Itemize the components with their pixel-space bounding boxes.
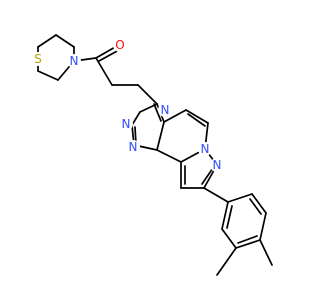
bond bbox=[95, 45, 118, 59]
bond bbox=[187, 113, 206, 127]
bond bbox=[137, 84, 158, 105]
bond bbox=[216, 247, 237, 276]
triazole-n1-atom: N bbox=[119, 117, 133, 131]
carbonyl-oxygen-atom: O bbox=[113, 38, 127, 52]
molecule-drawing: S N O N N N N N bbox=[31, 34, 273, 276]
bond bbox=[259, 239, 273, 266]
sulfur-atom: S bbox=[31, 52, 45, 66]
bond bbox=[237, 235, 258, 244]
atom-label: N bbox=[201, 142, 210, 156]
bonds bbox=[37, 34, 273, 276]
bond bbox=[221, 201, 229, 230]
bond bbox=[95, 57, 113, 86]
amide-nitrogen-atom: N bbox=[67, 54, 81, 68]
bond bbox=[226, 205, 233, 229]
atom-label: N bbox=[213, 158, 222, 172]
bond bbox=[156, 121, 165, 151]
bond bbox=[163, 109, 187, 123]
atom-label: N bbox=[122, 117, 131, 131]
pyrazole-n1-atom: N bbox=[198, 142, 212, 156]
triazole-n2-atom: N bbox=[126, 140, 140, 154]
bond bbox=[249, 198, 262, 215]
atom-labels: S N O N N N N N bbox=[31, 38, 224, 172]
bond bbox=[251, 193, 267, 214]
bond bbox=[185, 109, 209, 124]
bond bbox=[55, 34, 75, 48]
bond bbox=[37, 70, 59, 81]
bond bbox=[139, 103, 158, 113]
atom-label: S bbox=[34, 52, 42, 66]
pyrazole-n2-atom: N bbox=[210, 158, 224, 172]
atom-label: N bbox=[129, 140, 138, 154]
bond bbox=[221, 228, 237, 249]
bond bbox=[131, 111, 141, 126]
atom-label: N bbox=[70, 54, 79, 68]
pyrazine-nitrogen-atom: N bbox=[158, 103, 172, 117]
bond bbox=[156, 149, 182, 163]
bond bbox=[37, 34, 57, 48]
atom-label: O bbox=[115, 38, 124, 52]
structure-diagram: S N O N N N N N bbox=[31, 34, 273, 276]
bond bbox=[153, 103, 162, 122]
bond bbox=[259, 212, 267, 241]
bond bbox=[227, 193, 253, 203]
bond bbox=[235, 239, 261, 249]
atom-label: N bbox=[161, 103, 170, 117]
bond bbox=[98, 49, 120, 62]
bond bbox=[203, 187, 229, 203]
bond bbox=[201, 167, 214, 185]
